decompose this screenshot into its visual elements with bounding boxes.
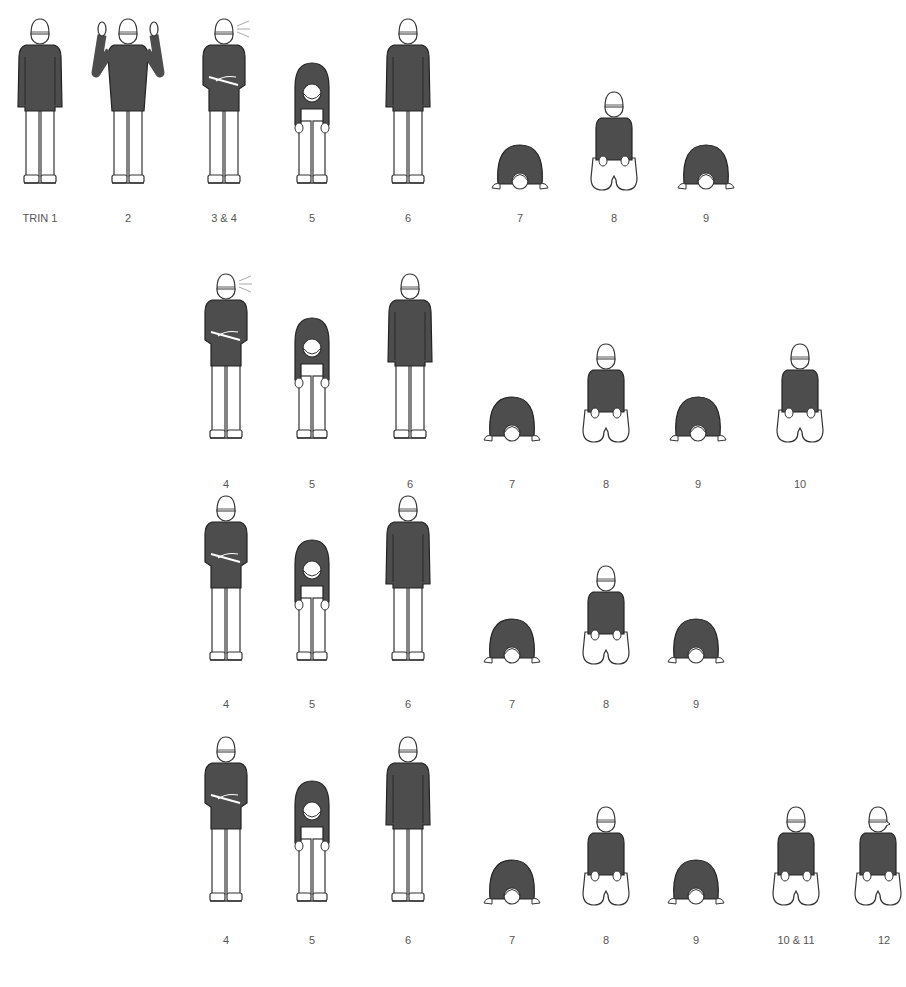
prostrating-figure [668,860,724,904]
prostrating-figure [484,397,540,441]
folded-arms-figure [203,19,245,183]
step-number: 3 & 4 [211,212,237,225]
prostrating-figure [492,145,548,189]
sitting-figure [583,566,629,664]
step-number: 8 [603,478,609,491]
step-number: 9 [693,698,699,711]
step-number: 5 [309,212,315,225]
step-number: 5 [309,934,315,947]
figure-row [18,19,734,190]
sitting-turned-figure [855,807,901,905]
bowing-figure [295,63,329,183]
standing-figure [386,737,430,901]
prostrating-figure [484,860,540,904]
standing-figure [18,19,62,183]
step-number: 6 [407,478,413,491]
sitting-figure [773,807,819,905]
figure-row [205,737,901,905]
step-number: 4 [223,934,229,947]
step-number: 10 [794,478,806,491]
step-number: 9 [693,934,699,947]
step-number: 6 [405,212,411,225]
standing-figure [388,274,432,438]
step-number: 6 [405,698,411,711]
standing-figure [386,496,430,660]
prostrating-figure [670,397,726,441]
figure-row [205,274,823,442]
hands-raised-figure [96,19,160,183]
step-number: 7 [509,698,515,711]
sitting-figure [583,344,629,442]
prostrating-figure [678,145,734,189]
step-number: 7 [517,212,523,225]
folded-arms-figure [205,737,247,901]
step-number: TRIN 1 [23,212,58,225]
bowing-figure [295,540,329,660]
step-number: 4 [223,478,229,491]
recitation-lines [237,21,250,37]
standing-figure [386,19,430,183]
figure-row [205,496,724,664]
step-number: 5 [309,698,315,711]
step-number: 12 [878,934,890,947]
step-number: 10 & 11 [777,934,814,947]
folded-arms-figure [205,496,247,660]
prostrating-figure [484,619,540,663]
step-number: 7 [509,934,515,947]
step-number: 5 [309,478,315,491]
sitting-figure [591,92,637,190]
step-number: 8 [603,698,609,711]
step-number: 7 [509,478,515,491]
bowing-figure [295,781,329,901]
step-number: 2 [125,212,131,225]
step-number: 6 [405,934,411,947]
step-number: 4 [223,698,229,711]
folded-arms-figure [205,274,247,438]
step-number: 9 [703,212,709,225]
sitting-figure [583,807,629,905]
recitation-lines [239,276,252,292]
step-number: 8 [611,212,617,225]
bowing-figure [295,318,329,438]
step-number: 9 [695,478,701,491]
step-number: 8 [603,934,609,947]
prostrating-figure [668,619,724,663]
sitting-figure [777,344,823,442]
